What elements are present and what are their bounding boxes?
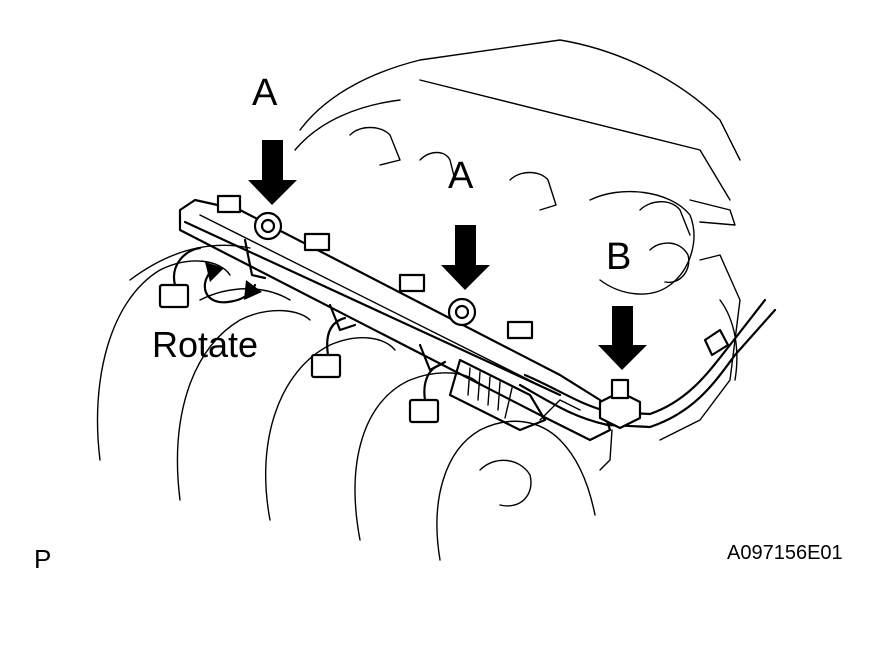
down-arrow-icon (598, 306, 647, 370)
bolt-a-right (447, 297, 477, 327)
curved-rotate-arrow-icon (203, 262, 262, 304)
fuel-rail (178, 194, 612, 442)
figure-id-label: A097156E01 (727, 542, 843, 564)
view-code-label: P (34, 544, 52, 574)
down-arrow-icon (248, 140, 297, 205)
engine-block-outline (294, 39, 741, 441)
injector-connectors (158, 246, 442, 424)
fuel-line (518, 298, 777, 429)
bolt-a-left (253, 211, 283, 241)
down-arrow-icon (441, 225, 490, 290)
bolt-label-b: B (606, 236, 632, 278)
bolt-b (598, 378, 642, 430)
rotate-label: Rotate (152, 324, 259, 365)
bolt-label-a-left: A (252, 72, 278, 114)
bolt-label-a-right: A (448, 155, 474, 197)
